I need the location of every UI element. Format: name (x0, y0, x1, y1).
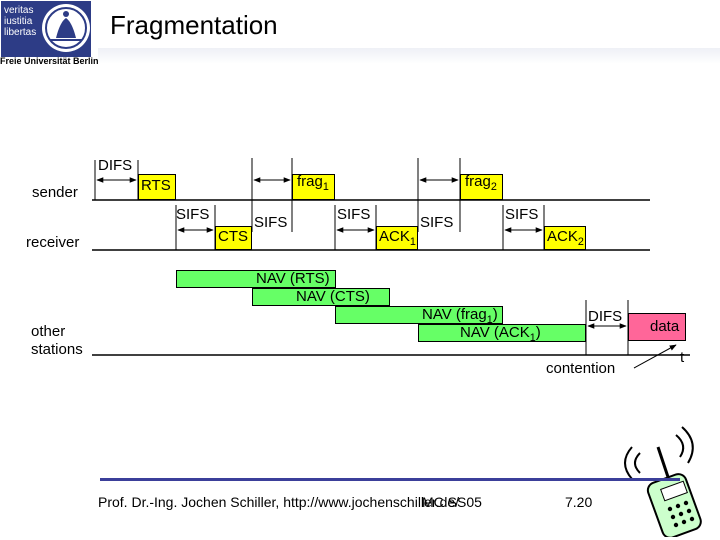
frag2-label-main: frag (465, 173, 491, 190)
logo-motto-line: libertas (4, 27, 37, 38)
sifs-label: SIFS (505, 206, 539, 223)
nav-frag1-end: ) (492, 306, 498, 323)
nav-frag1-label: NAV (frag1) (422, 306, 498, 326)
frag2-frame: frag2 (460, 173, 503, 200)
contention-label: contention (546, 360, 616, 377)
frag1-label-main: frag (297, 173, 323, 190)
frag1-frame: frag1 (292, 173, 335, 200)
footer-course: MC SS05 (422, 494, 482, 510)
sifs-label: SIFS (337, 206, 371, 223)
ack2-label: ACK2 (547, 228, 584, 248)
data-frame (628, 313, 686, 341)
nav-ack1-main: NAV (ACK (460, 324, 530, 341)
ack2-frame: ACK2 (544, 226, 586, 250)
sifs-label: SIFS (420, 214, 454, 231)
nav-ack1-sub: 1 (529, 332, 536, 344)
nav-ack1-label: NAV (ACK1) (460, 324, 541, 344)
difs-label: DIFS (588, 308, 623, 325)
nav-cts-bar (252, 288, 390, 306)
time-arrow (633, 344, 677, 369)
footer-divider (100, 478, 680, 481)
sifs-label: SIFS (176, 206, 210, 223)
cts-label: CTS (218, 228, 248, 245)
nav-ack1-bar (418, 324, 586, 342)
row-label-sender: sender (32, 184, 78, 201)
logo-motto: veritas iustitia libertas (4, 5, 36, 38)
data-label: data (650, 318, 680, 335)
logo-graphic (1, 1, 91, 57)
frag1-label: frag1 (297, 173, 329, 193)
mobile-phone-icon (624, 426, 702, 537)
logo-motto-line: veritas (4, 5, 34, 16)
logo-motto-line: iustitia (4, 16, 33, 27)
footer-author: Prof. Dr.-Ing. Jochen Schiller, http://w… (98, 494, 460, 510)
nav-frag1-main: NAV (frag (422, 306, 487, 323)
cts-frame: CTS (215, 226, 252, 250)
nav-frag1-bar (335, 306, 503, 324)
nav-rts-bar (176, 270, 336, 288)
ack1-label-sub: 1 (409, 236, 416, 248)
sifs-label: SIFS (254, 214, 288, 231)
nav-rts-label: NAV (RTS) (256, 270, 330, 287)
row-label-other-stations: other stations (31, 323, 83, 358)
rts-label: RTS (141, 177, 171, 194)
ack2-label-main: ACK (547, 228, 578, 245)
nav-cts-label: NAV (CTS) (296, 288, 370, 305)
logo-university-name: Freie Universität Berlin (0, 56, 99, 66)
nav-frag1-sub: 1 (486, 314, 493, 326)
header-band (98, 48, 720, 64)
difs-label: DIFS (98, 157, 133, 174)
row-label-receiver: receiver (26, 234, 80, 251)
ack2-label-sub: 2 (577, 236, 584, 248)
ack1-label: ACK1 (379, 228, 416, 248)
frag2-label: frag2 (465, 173, 497, 193)
frag1-label-sub: 1 (322, 181, 329, 193)
rts-frame: RTS (138, 174, 176, 200)
nav-ack1-end: ) (535, 324, 541, 341)
slide-title: Fragmentation (110, 10, 278, 40)
frag2-label-sub: 2 (490, 181, 497, 193)
footer-page-number: 7.20 (565, 494, 593, 510)
ack1-frame: ACK1 (376, 226, 418, 250)
time-label: t (680, 349, 685, 366)
university-logo: veritas iustitia libertas Freie Universi… (0, 0, 99, 66)
ack1-label-main: ACK (379, 228, 410, 245)
